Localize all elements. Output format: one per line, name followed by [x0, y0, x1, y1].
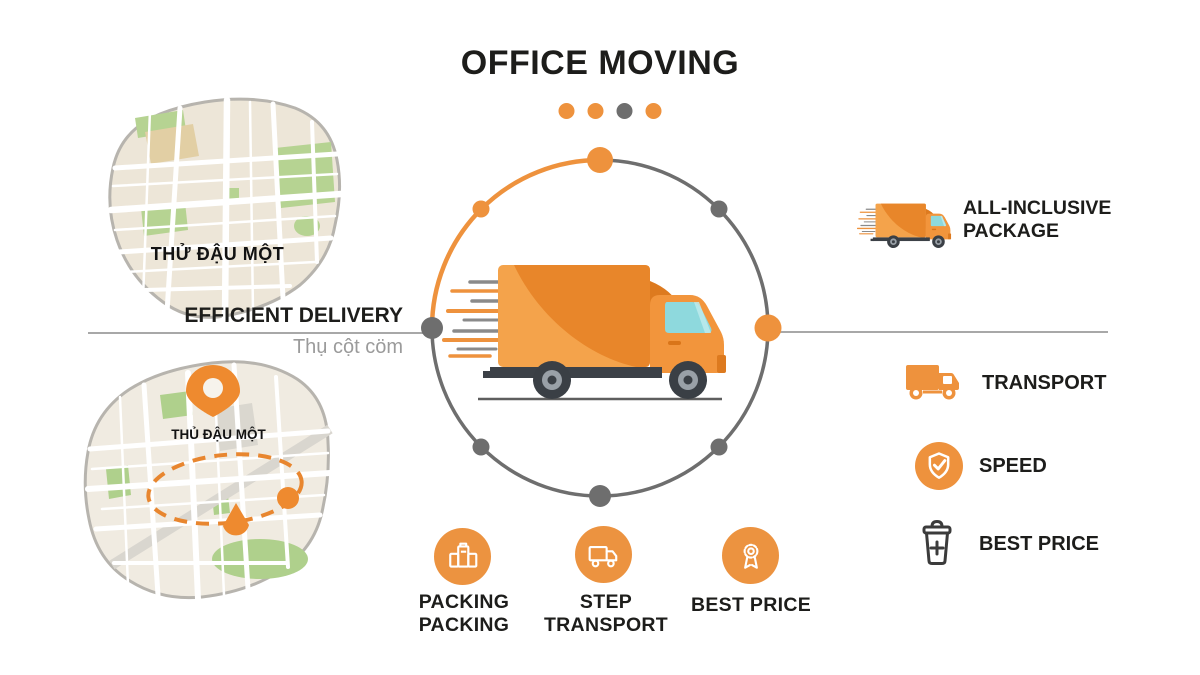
speeding-truck-icon: [856, 197, 956, 250]
ring-dot-top: [587, 147, 613, 173]
title-dot: [616, 103, 633, 119]
delivery-heading: EFFICIENT DELIVERY: [184, 304, 403, 327]
location-pin-icon: [186, 365, 240, 417]
speeding-delivery-truck-icon: [440, 245, 740, 405]
bin-plus-icon: [922, 520, 952, 565]
transport-label: TRANSPORT: [982, 372, 1107, 394]
title-dots: [558, 103, 662, 119]
truck-icon: [906, 365, 959, 400]
speed-label: SPEED: [979, 455, 1047, 477]
map-bottom-label: THỦ ĐẬU MỘT: [171, 427, 266, 442]
process-ring: [421, 147, 782, 507]
packing-boxes-icon: [434, 528, 491, 585]
best-price-label: BEST PRICE: [979, 533, 1100, 555]
city-map-bottom: THỦ ĐẬU MỘT: [62, 357, 347, 602]
delivery-heading-block: EFFICIENT DELIVERY Thụ cột cöm: [184, 304, 403, 359]
title-dot: [558, 103, 575, 119]
route-ellipse: [146, 452, 304, 536]
feature-best-price-label: BEST PRICE: [690, 594, 812, 616]
ring-dot-bottom: [589, 485, 611, 507]
city-map-top: THỬ ĐẬU MỘT: [85, 90, 350, 322]
delivery-subheading: Thụ cột cöm: [292, 336, 403, 358]
ring-dot-topleft: [472, 200, 490, 218]
ring-dot-bottomright: [710, 438, 728, 456]
feature-packing-label: PACKING PACKING: [418, 591, 510, 636]
ring-dot-bottomleft: [472, 438, 490, 456]
truck-outline-icon: [575, 526, 632, 583]
ring-dot-topright: [710, 200, 728, 218]
left-connector-line: [88, 332, 433, 334]
award-ribbon-icon: [722, 527, 779, 584]
route-stop-dot: [277, 487, 299, 509]
city-map-top-graphic: [107, 96, 345, 322]
title-dot: [645, 103, 662, 119]
feature-step-transport-label: STEP TRANSPORT: [543, 591, 669, 636]
title-dot: [587, 103, 604, 119]
city-map-bottom-graphic: [83, 360, 333, 602]
page-title: OFFICE MOVING: [460, 44, 740, 82]
right-connector-line: [766, 331, 1108, 333]
shield-check-icon: [915, 442, 963, 490]
route-marker: [223, 503, 249, 536]
ring-dot-right: [754, 314, 782, 342]
package-label: ALL-INCLUSIVE PACKAGE: [963, 197, 1112, 242]
map-top-label: THỬ ĐẬU MỘT: [150, 244, 285, 264]
ring-dot-left: [421, 317, 443, 339]
